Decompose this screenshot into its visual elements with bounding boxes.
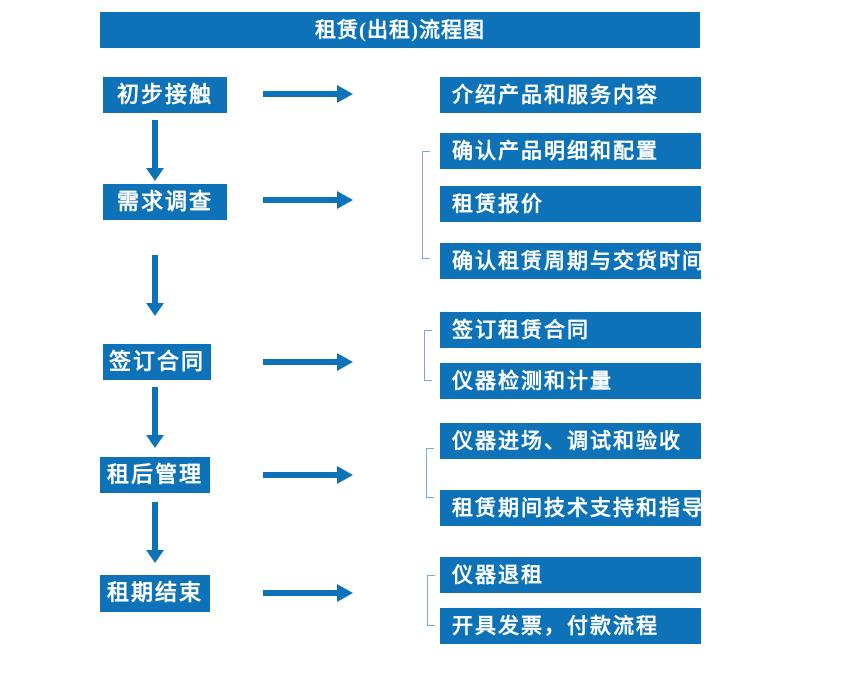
arrow-down-1-stem [152,120,158,168]
arrow-down-3-head [146,435,164,448]
arrow-down-2-head [146,303,164,316]
arrow-right-1 [263,85,353,103]
arrow-right-5-stem [263,590,338,596]
output-box-confirm-product-details: 确认产品明细和配置 [440,133,701,169]
arrow-right-2 [263,191,353,209]
step-box-demand-survey: 需求调查 [103,184,227,220]
arrow-right-5-head [337,584,353,602]
output-box-instrument-testing-measurement: 仪器检测和计量 [440,363,701,399]
arrow-right-4-head [337,466,353,484]
arrow-down-2 [146,255,164,316]
arrow-down-4-stem [152,502,158,550]
arrow-right-3-stem [263,359,338,365]
arrow-down-2-stem [152,255,158,303]
flowchart-title-bar: 租赁(出租)流程图 [100,12,700,48]
step-box-initial-contact: 初步接触 [103,77,227,113]
arrow-right-5 [263,584,353,602]
arrow-down-1-head [146,168,164,181]
arrow-right-1-head [337,85,353,103]
arrow-right-2-stem [263,197,338,203]
arrow-down-3 [146,387,164,448]
bracket-rental-period-end [427,575,435,626]
arrow-right-3 [263,353,353,371]
output-box-sign-rental-contract: 签订租赁合同 [440,312,701,348]
arrow-right-1-stem [263,91,338,97]
arrow-down-4 [146,502,164,563]
bracket-sign-contract [424,330,432,381]
arrow-down-3-stem [152,387,158,435]
output-box-confirm-rental-period-delivery: 确认租赁周期与交货时间 [440,243,701,279]
output-box-technical-support-guidance: 租赁期间技术支持和指导 [440,490,701,526]
bracket-demand-survey [422,151,430,259]
step-box-sign-contract: 签订合同 [103,344,211,380]
output-box-rental-quotation: 租赁报价 [440,186,701,222]
step-box-rental-period-end: 租期结束 [100,575,210,612]
step-box-post-rental-management: 租后管理 [100,457,210,493]
arrow-down-1 [146,120,164,181]
arrow-down-4-head [146,550,164,563]
output-box-introduce-products-services: 介绍产品和服务内容 [440,77,701,113]
arrow-right-3-head [337,353,353,371]
arrow-right-4 [263,466,353,484]
arrow-right-2-head [337,191,353,209]
arrow-right-4-stem [263,472,338,478]
output-box-instrument-return: 仪器退租 [440,557,701,593]
output-box-invoice-payment-process: 开具发票，付款流程 [440,608,701,644]
output-box-instrument-entry-commissioning: 仪器进场、调试和验收 [440,423,701,459]
bracket-post-rental-management [426,448,434,498]
